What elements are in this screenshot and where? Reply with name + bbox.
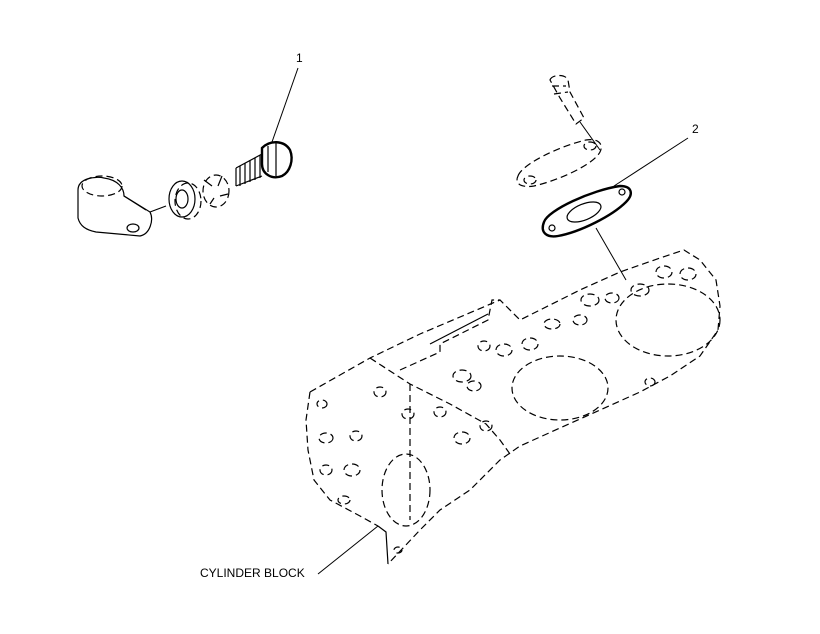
leader-gasket-to-block	[595, 227, 627, 281]
cylinder-bore	[615, 283, 721, 357]
callout-label-2: 2	[692, 122, 699, 136]
leader-line-1	[271, 67, 299, 143]
cylinder-block	[305, 249, 721, 565]
leader-line-cylinder-block	[317, 525, 379, 575]
callout-label-1: 1	[296, 51, 303, 65]
bolt-threads	[235, 153, 263, 187]
gasket	[541, 184, 632, 238]
cylinder-bore	[381, 453, 431, 527]
clamp-bolt-assembly	[77, 141, 293, 237]
cylinder-bore	[511, 355, 609, 421]
cover-plate	[516, 139, 602, 188]
callout-label-cylinder-block: CYLINDER BLOCK	[200, 566, 305, 580]
block-holes	[316, 265, 697, 554]
cover-bolt	[549, 74, 601, 151]
leader-line-2	[613, 137, 689, 187]
